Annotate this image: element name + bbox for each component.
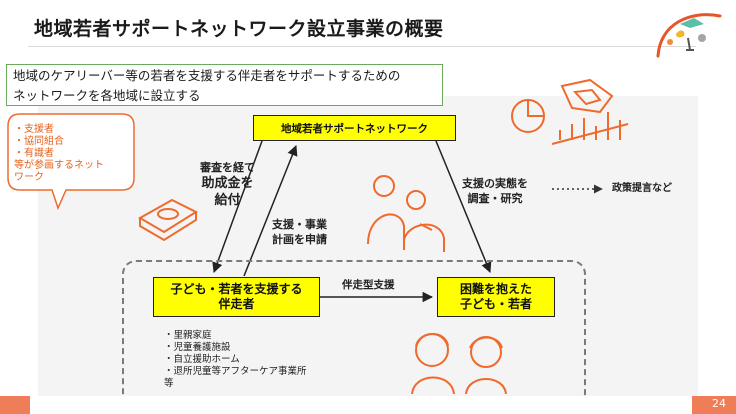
callout-bubble [7,113,135,211]
edge-label-accompany: 伴走型支援 [342,279,395,291]
supporter-line-2: 伴走者 [218,297,255,311]
money-illustration-icon [137,198,199,242]
footer-accent: 24 [692,396,736,414]
diagram-panel [38,96,698,396]
arrow-survey [435,140,492,273]
edge-label-survey: 支援の実態を 調査・研究 [462,176,528,206]
organization-item: ・里親家庭 [164,330,212,341]
edge-label-line: 支援・事業 [272,218,327,231]
callout-text: ・支援者 ・協同組合 ・有識者 等が参画するネット ワーク [14,124,104,184]
intro-box: 地域のケアリーバー等の若者を支援する伴走者をサポートするための ネットワークを各… [6,64,443,106]
edge-label-line: 調査・研究 [467,192,523,205]
target-line-2: 子ども・若者 [459,297,532,311]
organization-item: 等 [164,378,174,389]
arrow-apply [243,145,298,277]
edge-label-line: 計画を申請 [272,233,327,246]
organization-item: ・児童養護施設 [164,342,231,353]
intro-line-2: ネットワークを各地域に設立する [13,88,201,103]
callout-line: 等が参画するネット [14,160,104,171]
network-node-label: 地域若者サポートネットワーク [281,122,428,135]
callout-line: ワーク [14,172,44,183]
page-number: 24 [712,397,726,410]
supporter-line-1: 子ども・若者を支援する [170,282,303,296]
callout-line: ・有識者 [14,148,54,159]
policy-label: 政策提言など [612,183,672,194]
chart-illustration-icon [511,78,629,145]
intro-line-1: 地域のケアリーバー等の若者を支援する伴走者をサポートするための [13,68,401,83]
logo-icon [656,13,722,58]
edge-label-line: 給付 [214,193,241,208]
callout-line: ・支援者 [14,124,54,135]
children-illustration-icon [411,333,507,395]
edge-label-line: 審査を経て [200,161,255,174]
edge-label-apply: 支援・事業 計画を申請 [272,217,327,247]
title-divider [28,46,696,47]
organization-item: ・退所児童等アフターケア事業所 [164,366,307,377]
footer-accent-left [0,396,30,414]
footer-bar [0,398,736,414]
edge-label-line: 助成金を [201,176,254,191]
page-title: 地域若者サポートネットワーク設立事業の概要 [34,18,444,40]
adults-illustration-icon [367,175,445,252]
organization-item: ・自立援助ホーム [164,354,240,365]
arrow-subsidy [212,140,263,273]
network-node: 地域若者サポートネットワーク [253,115,456,141]
edge-label-subsidy: 審査を経て 助成金を 給付 [200,160,255,209]
callout-line: ・協同組合 [14,136,64,147]
target-line-1: 困難を抱えた [459,282,532,296]
target-node: 困難を抱えた 子ども・若者 [437,277,555,317]
edge-label-line: 支援の実態を [462,177,528,190]
supporter-node: 子ども・若者を支援する 伴走者 [153,277,320,317]
organization-list: ・里親家庭 ・児童養護施設 ・自立援助ホーム ・退所児童等アフターケア事業所 等 [164,330,307,390]
